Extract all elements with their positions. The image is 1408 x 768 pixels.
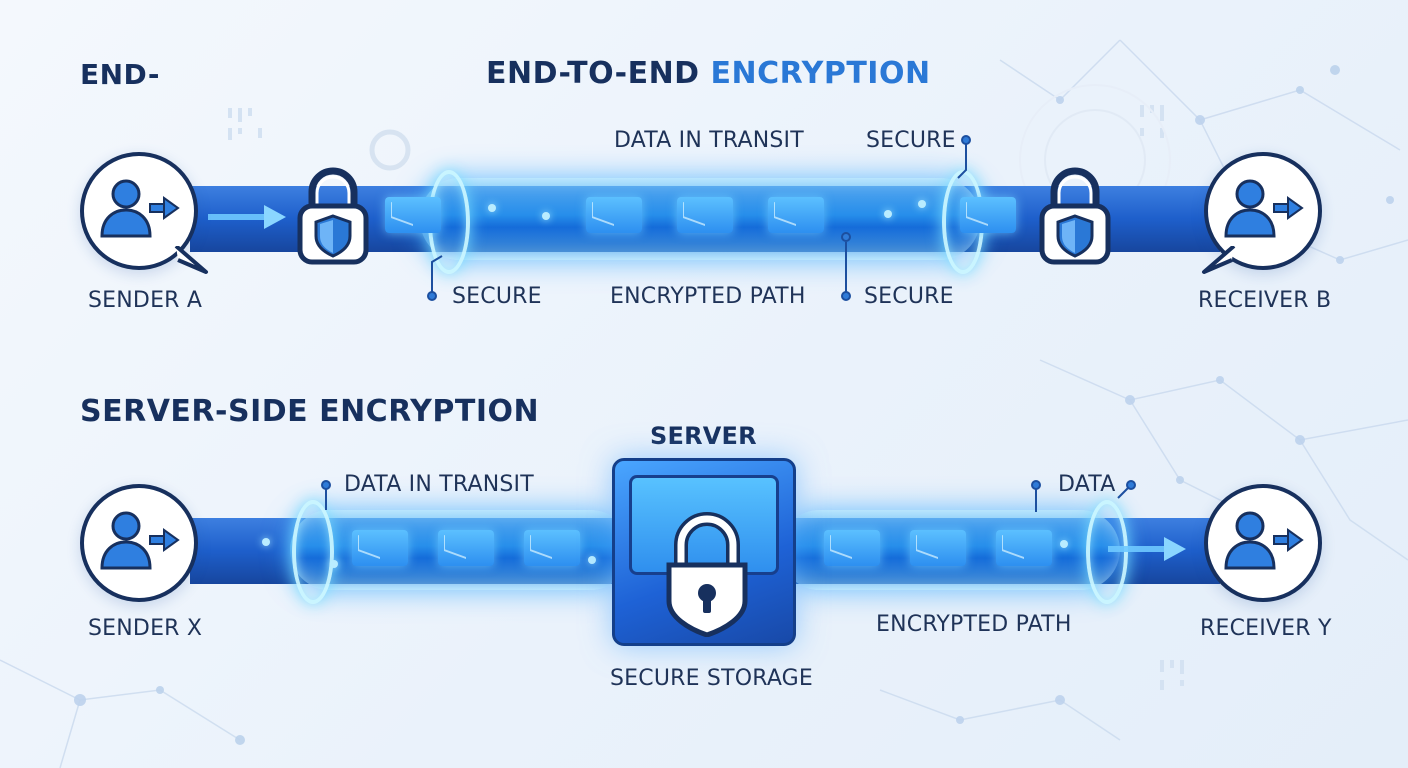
e2e-envelope-icon-2 xyxy=(586,197,642,233)
e2e-envelope-icon-3 xyxy=(677,197,733,233)
server-box xyxy=(612,458,796,646)
e2e-secure-right-label: SECURE xyxy=(864,284,954,309)
sender-a-bubble-tail xyxy=(174,246,208,274)
e2e-padlock-shield-icon-right xyxy=(1039,167,1111,265)
server-envelope-icon-1 xyxy=(352,530,408,566)
sender-a-label: SENDER A xyxy=(88,288,203,313)
server-particle xyxy=(262,538,270,546)
e2e-padlock-shield-icon-left xyxy=(297,167,369,265)
e2e-pin-secure-left xyxy=(427,291,437,301)
secure-storage-label: SECURE STORAGE xyxy=(610,666,814,691)
server-particle xyxy=(588,556,596,564)
top-left-heading: END- xyxy=(80,58,160,91)
e2e-data-in-transit-label: DATA IN TRANSIT xyxy=(614,128,804,153)
server-title: SERVER xyxy=(650,422,757,450)
server-envelope-icon-2 xyxy=(438,530,494,566)
user-send-icon xyxy=(100,511,180,570)
e2e-secure-left-label: SECURE xyxy=(452,284,542,309)
server-pin-data-in-transit xyxy=(321,480,331,490)
user-send-icon xyxy=(1224,511,1304,570)
server-pin-data xyxy=(1031,480,1041,490)
server-particle xyxy=(330,560,338,568)
server-envelope-icon-3 xyxy=(524,530,580,566)
server-envelope-icon-6 xyxy=(996,530,1052,566)
e2e-envelope-icon-4 xyxy=(768,197,824,233)
receiver-y-label: RECEIVER Y xyxy=(1200,616,1332,641)
server-arrow-right-icon xyxy=(1108,537,1186,561)
e2e-heading: END-TO-END ENCRYPTION xyxy=(486,56,931,91)
receiver-b-avatar xyxy=(1204,152,1322,270)
user-send-icon xyxy=(1224,179,1304,238)
e2e-particle xyxy=(488,204,496,212)
e2e-envelope-icon-1 xyxy=(385,197,441,233)
receiver-b-label: RECEIVER B xyxy=(1198,288,1332,313)
server-tube-ring-left xyxy=(292,500,334,604)
e2e-pin-path-node xyxy=(841,232,851,242)
user-send-icon xyxy=(100,179,180,238)
receiver-b-bubble-tail xyxy=(1202,246,1236,274)
server-envelope-icon-4 xyxy=(824,530,880,566)
server-encrypted-path-label: ENCRYPTED PATH xyxy=(876,612,1072,637)
server-side-heading: SERVER-SIDE ENCRYPTION xyxy=(80,394,540,429)
e2e-encrypted-path-label: ENCRYPTED PATH xyxy=(610,284,806,309)
e2e-heading-accent: ENCRYPTION xyxy=(710,56,931,91)
e2e-heading-main: END-TO-END xyxy=(486,56,700,91)
e2e-envelope-icon-5 xyxy=(960,197,1016,233)
e2e-pin-secure-right xyxy=(841,291,851,301)
e2e-particle xyxy=(918,200,926,208)
server-envelope-icon-5 xyxy=(910,530,966,566)
server-data-label: DATA xyxy=(1058,472,1116,497)
e2e-particle xyxy=(542,212,550,220)
sender-x-avatar xyxy=(80,484,198,602)
server-padlock-icon xyxy=(666,512,748,637)
server-particle xyxy=(1060,540,1068,548)
e2e-arrow-right-icon xyxy=(208,205,286,229)
e2e-secure-top-label: SECURE xyxy=(866,128,956,153)
server-pin-data-right xyxy=(1126,480,1136,490)
server-data-in-transit-label: DATA IN TRANSIT xyxy=(344,472,534,497)
receiver-y-avatar xyxy=(1204,484,1322,602)
sender-x-label: SENDER X xyxy=(88,616,203,641)
e2e-particle xyxy=(884,210,892,218)
e2e-pin-secure-top xyxy=(961,135,971,145)
